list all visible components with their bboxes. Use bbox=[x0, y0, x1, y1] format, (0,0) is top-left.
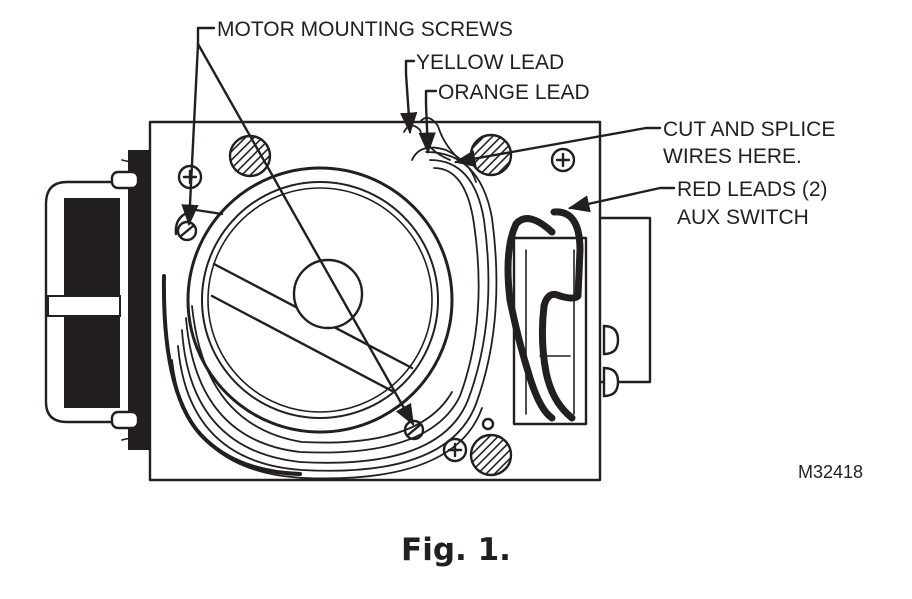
label-motor-mounting-screws: MOTOR MOUNTING SCREWS bbox=[217, 18, 513, 41]
aux-switch-bracket bbox=[512, 216, 652, 426]
label-cut-and-splice-line2: WIRES HERE. bbox=[663, 145, 802, 168]
motor-leads bbox=[161, 116, 498, 480]
motor-hub bbox=[292, 258, 364, 330]
label-red-leads-line2: AUX SWITCH bbox=[677, 206, 809, 229]
bracket-screw-bottom bbox=[602, 366, 620, 398]
leader-lines bbox=[181, 26, 676, 426]
red-leads bbox=[504, 208, 584, 422]
motor bbox=[186, 166, 454, 434]
flange-tab-top bbox=[110, 170, 140, 190]
small-hole bbox=[481, 417, 495, 431]
housing-box bbox=[148, 120, 602, 482]
housing-flange bbox=[128, 150, 150, 450]
label-orange-lead: ORANGE LEAD bbox=[438, 81, 590, 104]
drawing-code: M32418 bbox=[798, 462, 863, 482]
left-knob-housing bbox=[44, 150, 150, 450]
aux-switch-body bbox=[512, 236, 588, 426]
knob-notch bbox=[47, 295, 121, 317]
label-red-leads-line1: RED LEADS (2) bbox=[677, 178, 828, 201]
figure-caption: Fig. 1. bbox=[401, 532, 511, 568]
hatched-boss-bottom bbox=[469, 433, 513, 477]
motor-screw-left bbox=[176, 220, 198, 242]
hatched-boss-top-left bbox=[228, 134, 272, 178]
label-cut-and-splice-line1: CUT AND SPLICE bbox=[663, 118, 835, 141]
bracket-screw-top bbox=[602, 324, 620, 356]
flange-tab-bottom bbox=[110, 410, 140, 430]
phillips-screw-top-right bbox=[550, 147, 576, 173]
label-yellow-lead: YELLOW LEAD bbox=[416, 51, 564, 74]
